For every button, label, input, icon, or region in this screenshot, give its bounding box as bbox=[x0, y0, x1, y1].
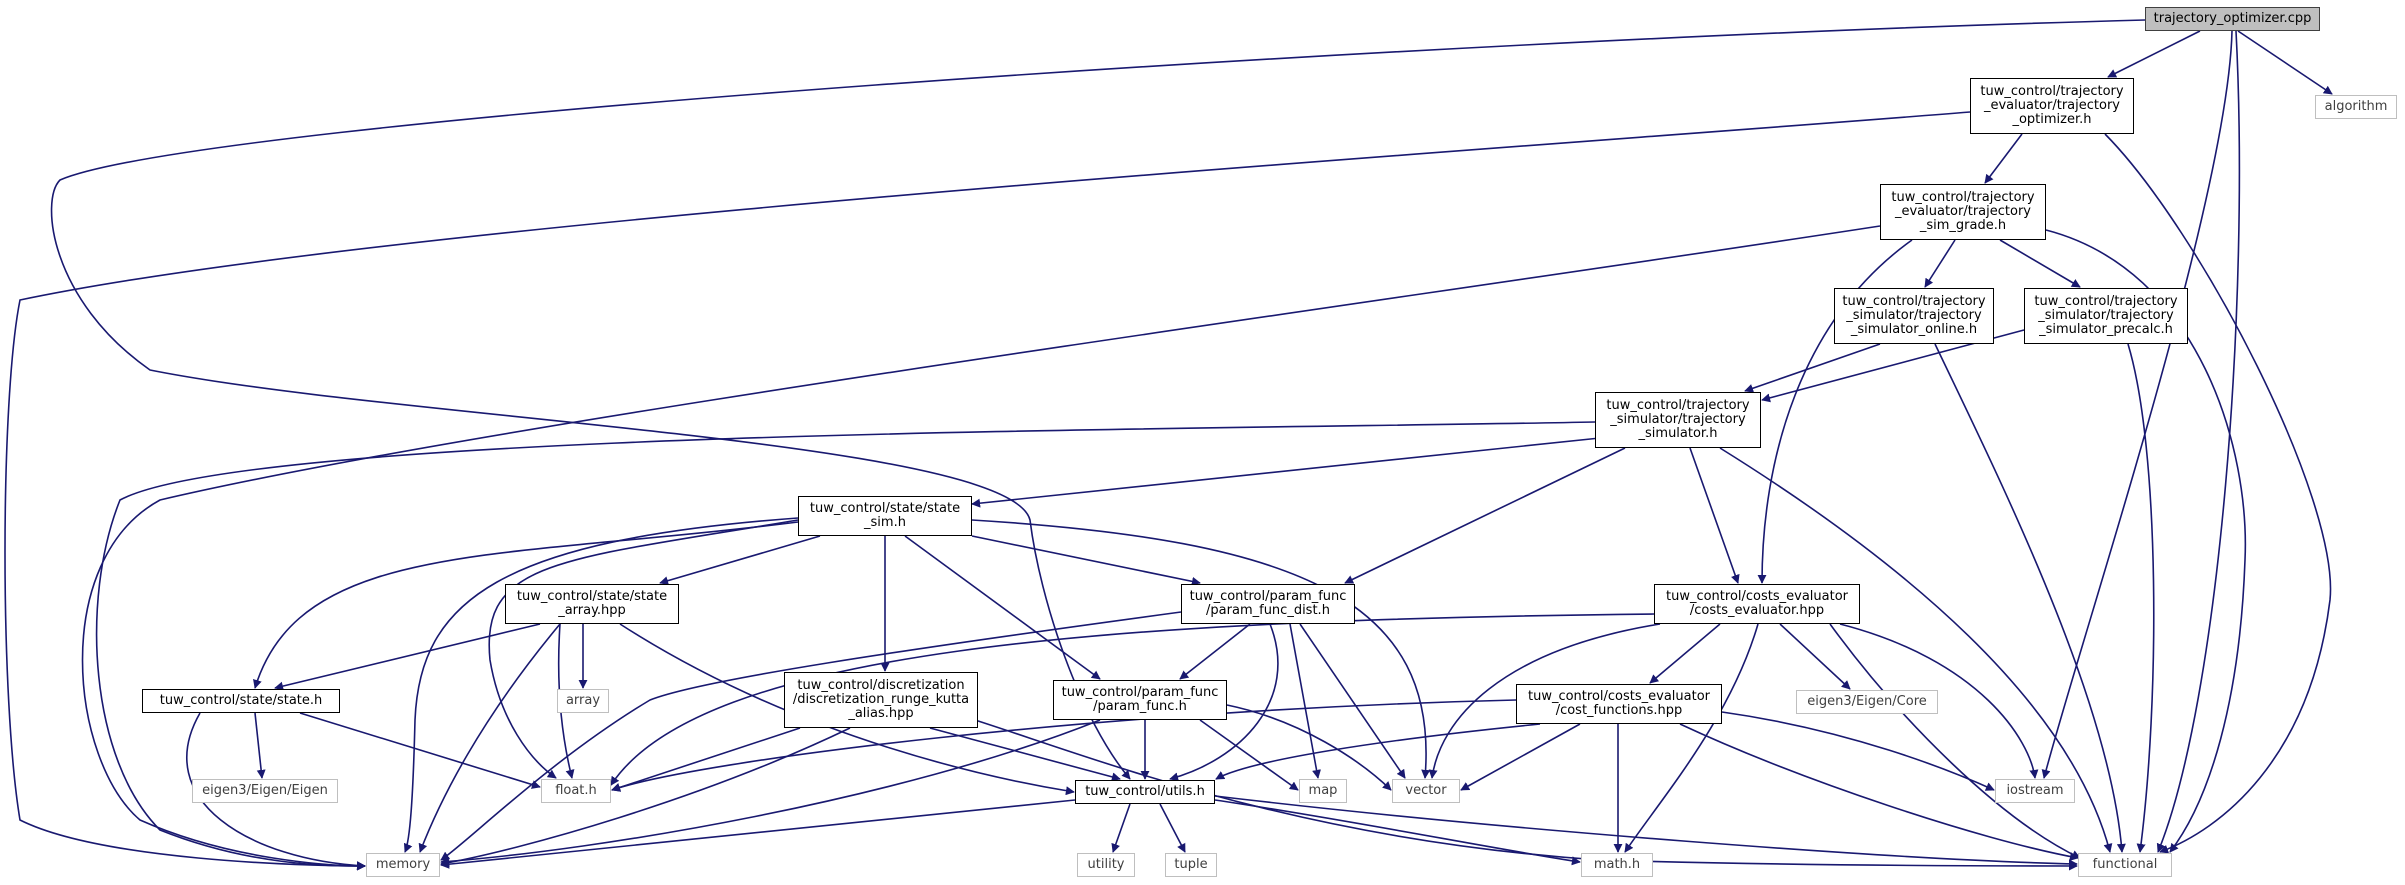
edge-param_func_dist-to-vector bbox=[1299, 623, 1406, 779]
edge-state_sim-to-state_h bbox=[253, 521, 799, 689]
edge-utils_h-to-utility bbox=[1111, 803, 1131, 853]
edge-costs_evaluator-to-iostream bbox=[1839, 623, 2039, 779]
edge-state_h-to-eigen3_eigen bbox=[254, 712, 266, 779]
edge-costs_evaluator-to-math_h bbox=[1624, 623, 1759, 853]
edge-root-to-iostream bbox=[2041, 30, 2233, 779]
node-vector: vector bbox=[1392, 779, 1460, 803]
node-trajectory-sim-grade-h[interactable]: tuw_control/trajectory _evaluator/trajec… bbox=[1880, 184, 2046, 240]
edge-cost_functions-to-utils_h bbox=[1215, 723, 1541, 780]
edge-traj_sim-to-state_sim bbox=[971, 437, 1601, 508]
edge-param_func_dist-to-map bbox=[1289, 623, 1321, 779]
edge-state_sim-to-memory bbox=[403, 517, 799, 853]
node-state-h[interactable]: tuw_control/state/state.h bbox=[142, 689, 340, 713]
edge-costs_evaluator-to-functional bbox=[1829, 623, 2081, 859]
edge-cost_functions-to-vector bbox=[1460, 723, 1581, 791]
edge-utils_h-to-functional bbox=[1214, 795, 2078, 869]
edge-traj_opt-to-functional bbox=[2104, 133, 2332, 854]
edge-state_sim-to-float_h bbox=[488, 519, 799, 779]
edge-state_array-to-memory bbox=[418, 623, 561, 853]
node-utils-h[interactable]: tuw_control/utils.h bbox=[1075, 780, 1215, 804]
edge-costs_evaluator-to-cost_functions bbox=[1649, 623, 1721, 684]
edge-cost_functions-to-float_h bbox=[611, 699, 1517, 792]
edge-sim_precalc-to-functional bbox=[2127, 343, 2155, 853]
node-cost-functions-hpp[interactable]: tuw_control/costs_evaluator /cost_functi… bbox=[1516, 684, 1722, 724]
edge-state_h-to-float_h bbox=[299, 712, 541, 789]
edge-traj_sim-to-costs_evaluator bbox=[1689, 447, 1740, 584]
edge-utils_h-to-memory bbox=[440, 799, 1076, 869]
edge-root-to-algorithm bbox=[2237, 30, 2333, 95]
edge-sim_grade-to-memory bbox=[81, 225, 1881, 871]
edge-state_array-to-state_h bbox=[274, 623, 541, 691]
edge-state_array-to-float_h bbox=[557, 623, 575, 779]
edge-state_sim-to-vector bbox=[971, 519, 1431, 779]
edge-sim_online-to-traj_sim bbox=[1744, 343, 1881, 393]
edge-cost_functions-to-iostream bbox=[1721, 711, 1995, 791]
edge-sim_online-to-functional bbox=[1934, 343, 2126, 853]
edge-state_array-to-utils_h bbox=[619, 623, 1075, 796]
edge-param_func-to-vector bbox=[1226, 704, 1392, 791]
node-tuple: tuple bbox=[1165, 853, 1217, 877]
edge-root-to-utils_h bbox=[50, 19, 2146, 780]
edge-root-to-traj_opt bbox=[2107, 30, 2201, 78]
edge-utils_h-to-math_h bbox=[1214, 799, 1581, 866]
edge-traj_sim-to-functional bbox=[1719, 447, 2113, 853]
edge-state_sim-to-state_array bbox=[659, 535, 821, 586]
node-map: map bbox=[1299, 779, 1347, 803]
edge-costs_evaluator-to-vector bbox=[1428, 623, 1661, 779]
edge-param_func_dist-to-memory bbox=[440, 611, 1182, 861]
node-algorithm: algorithm bbox=[2315, 95, 2397, 119]
node-math-h: math.h bbox=[1581, 853, 1653, 877]
edges bbox=[4, 19, 2333, 871]
edge-traj_sim-to-memory bbox=[95, 421, 1596, 871]
edge-sim_grade-to-sim_precalc bbox=[1999, 239, 2081, 288]
node-eigen3-eigen-core: eigen3/Eigen/Core bbox=[1796, 690, 1938, 714]
node-trajectory-simulator-precalc-h[interactable]: tuw_control/trajectory _simulator/trajec… bbox=[2024, 288, 2188, 344]
node-costs-evaluator-hpp[interactable]: tuw_control/costs_evaluator /costs_evalu… bbox=[1654, 584, 1860, 624]
edge-discretization-to-float_h bbox=[611, 727, 801, 792]
edge-state_h-to-memory bbox=[186, 712, 366, 871]
edge-utils_h-to-tuple bbox=[1159, 803, 1186, 853]
node-array: array bbox=[557, 689, 609, 713]
node-trajectory-simulator-online-h[interactable]: tuw_control/trajectory _simulator/trajec… bbox=[1834, 288, 1994, 344]
edge-root-to-functional bbox=[2156, 30, 2241, 853]
edge-state_sim-to-param_func_dist bbox=[971, 535, 1201, 586]
node-param-func-h[interactable]: tuw_control/param_func /param_func.h bbox=[1053, 680, 1227, 720]
node-trajectory-simulator-h[interactable]: tuw_control/trajectory _simulator/trajec… bbox=[1595, 392, 1761, 448]
node-trajectory-optimizer-h[interactable]: tuw_control/trajectory _evaluator/trajec… bbox=[1970, 78, 2134, 134]
edge-costs_evaluator-to-eigen3_core bbox=[1779, 623, 1851, 690]
edge-param_func_dist-to-utils_h bbox=[1169, 623, 1279, 782]
edge-state_sim-to-param_func bbox=[904, 535, 1101, 680]
edge-cost_functions-to-functional bbox=[1679, 723, 2079, 861]
node-utility: utility bbox=[1077, 853, 1135, 877]
edge-discretization-to-functional bbox=[974, 719, 2078, 871]
node-discretization-runge-kutta-alias-hpp[interactable]: tuw_control/discretization /discretizati… bbox=[784, 672, 978, 728]
edge-costs_evaluator-to-float_h bbox=[610, 613, 1655, 786]
edge-sim_grade-to-costs_evaluator bbox=[1757, 239, 1913, 584]
edge-traj_sim-to-param_func_dist bbox=[1344, 447, 1626, 584]
edge-traj_opt-to-memory bbox=[4, 111, 1971, 871]
node-iostream: iostream bbox=[1995, 779, 2075, 803]
node-state-array-hpp[interactable]: tuw_control/state/state _array.hpp bbox=[505, 584, 679, 624]
node-functional: functional bbox=[2078, 853, 2172, 877]
node-trajectory-optimizer-cpp: trajectory_optimizer.cpp bbox=[2145, 7, 2320, 31]
node-state-sim-h[interactable]: tuw_control/state/state _sim.h bbox=[798, 496, 972, 536]
node-memory: memory bbox=[366, 853, 440, 877]
edge-discretization-to-utils_h bbox=[929, 727, 1121, 782]
edge-param_func-to-map bbox=[1199, 719, 1299, 791]
edge-param_func_dist-to-param_func bbox=[1179, 623, 1251, 680]
edge-traj_opt-to-sim_grade bbox=[1984, 133, 2023, 184]
node-param-func-dist-h[interactable]: tuw_control/param_func /param_func_dist.… bbox=[1181, 584, 1355, 624]
edge-param_func-to-memory bbox=[440, 719, 1101, 866]
edge-sim_grade-to-sim_online bbox=[1924, 239, 1956, 288]
node-eigen3-eigen-eigen: eigen3/Eigen/Eigen bbox=[192, 779, 338, 803]
node-float-h: float.h bbox=[541, 779, 611, 803]
